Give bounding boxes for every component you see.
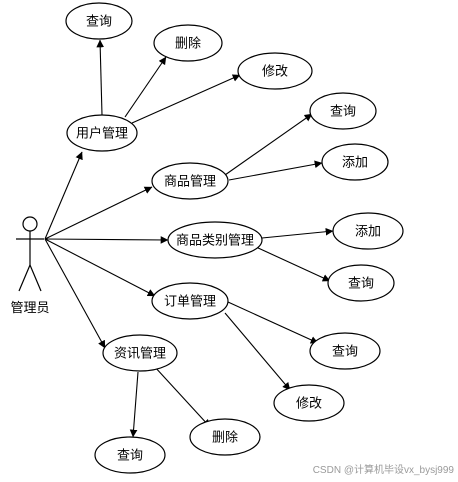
usecase-label: 添加 [355, 225, 381, 240]
edge-category-add [261, 227, 334, 239]
actor-left-leg [18, 264, 31, 292]
usecase-product-add: 添加 [321, 143, 389, 181]
edge-actor-product [44, 186, 153, 240]
usecase-label: 用户管理 [76, 126, 128, 142]
usecase-category-add: 添加 [332, 212, 404, 250]
usecase-product-management: 商品管理 [151, 162, 229, 200]
actor-label: 管理员 [10, 301, 49, 316]
usecase-category-query: 查询 [327, 264, 395, 302]
usecase-category-management: 商品类别管理 [167, 221, 263, 259]
usecase-label: 查询 [332, 345, 358, 360]
edge-order-edit [224, 312, 291, 391]
edge-user-query [96, 39, 105, 116]
usecase-user-query: 查询 [65, 2, 133, 40]
usecase-order-query: 查询 [309, 332, 381, 370]
usecase-label: 添加 [342, 156, 368, 171]
usecase-news-query: 查询 [94, 436, 166, 474]
usecase-label: 查询 [330, 105, 356, 120]
usecase-label: 资讯管理 [114, 347, 166, 362]
edge-user-delete [124, 56, 167, 118]
usecase-label: 查询 [86, 15, 112, 30]
usecase-label: 商品类别管理 [176, 234, 254, 249]
usecase-user-delete: 删除 [153, 24, 223, 62]
actor-right-leg [29, 264, 42, 292]
usecase-label: 修改 [296, 397, 322, 412]
edge-category-query [255, 246, 331, 282]
usecase-user-edit: 修改 [237, 52, 313, 90]
usecase-label: 修改 [262, 65, 288, 80]
actor-figure [16, 216, 44, 292]
edge-actor-order [44, 238, 156, 297]
edge-news-query [129, 371, 139, 438]
usecase-label: 删除 [175, 37, 201, 52]
usecase-label: 删除 [212, 431, 238, 446]
edge-news-delete [153, 365, 211, 428]
edge-actor-news [44, 238, 106, 349]
usecase-news-management: 资讯管理 [102, 334, 178, 372]
edge-order-query [227, 301, 319, 344]
edge-actor-user [44, 151, 83, 240]
usecase-label: 商品管理 [164, 175, 216, 190]
edge-actor-category [44, 236, 169, 244]
usecase-user-management: 用户管理 [66, 114, 138, 152]
usecase-order-edit: 修改 [273, 384, 345, 422]
edge-product-query [224, 113, 313, 176]
watermark: CSDN @计算机毕设vx_bysj999 [313, 463, 455, 476]
actor-head [22, 216, 38, 232]
edge-product-add [228, 160, 323, 181]
usecase-order-management: 订单管理 [151, 282, 229, 320]
usecase-label: 查询 [117, 449, 143, 464]
usecase-product-query: 查询 [309, 92, 377, 130]
usecase-label: 查询 [348, 277, 374, 292]
usecase-label: 订单管理 [164, 295, 216, 310]
usecase-news-delete: 删除 [189, 418, 261, 456]
edge-user-edit [131, 74, 241, 124]
